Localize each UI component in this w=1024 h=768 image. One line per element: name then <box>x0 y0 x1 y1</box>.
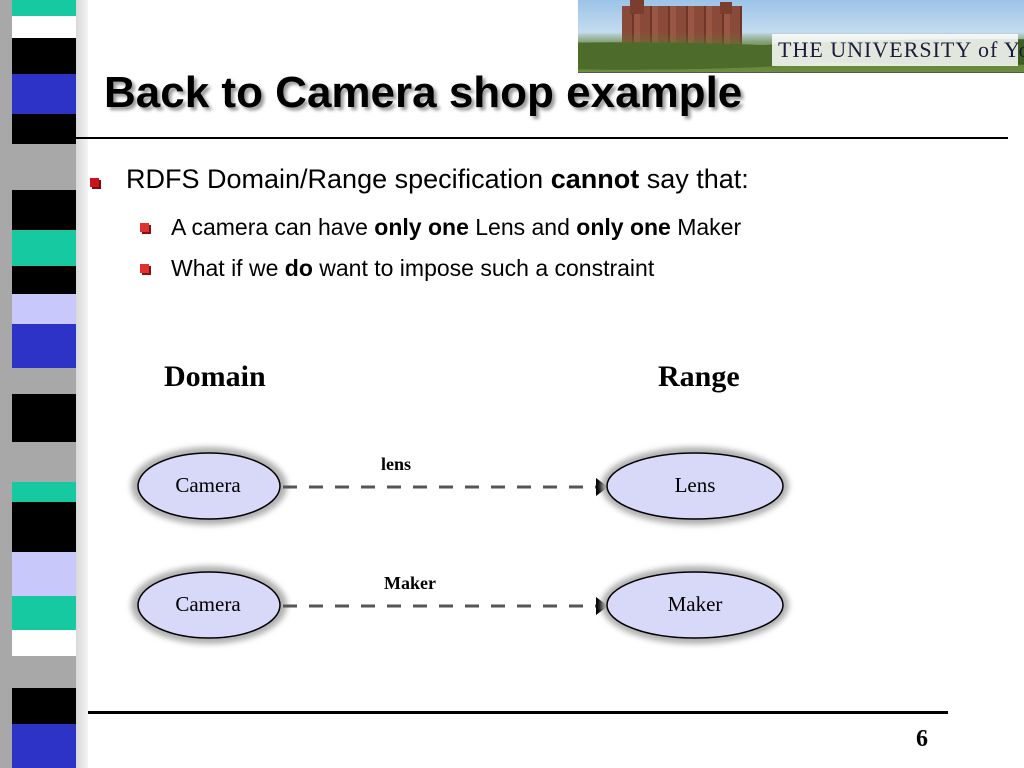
range-node-label: Maker <box>668 592 723 616</box>
domain-node-label: Camera <box>175 592 241 616</box>
domain-node-camera <box>137 452 281 520</box>
university-wordmark: THE UNIVERSITY of York <box>778 37 1024 62</box>
strip-blocks <box>12 0 76 768</box>
strip-shadow <box>76 0 88 768</box>
bullet-marker-icon <box>90 178 99 187</box>
range-node-maker <box>606 571 784 639</box>
university-logo: THE UNIVERSITY of York <box>772 34 1024 66</box>
domain-node-camera <box>137 571 281 639</box>
domain-node-label: Camera <box>175 473 241 497</box>
bullet-sub-2-text: What if we do want to impose such a cons… <box>171 255 655 281</box>
strip-edge <box>0 0 12 768</box>
page-number: 6 <box>916 726 928 752</box>
diagram-row-maker: Camera Maker Maker <box>131 566 789 644</box>
slide-title: Back to Camera shop example <box>104 68 743 117</box>
range-node-label: Lens <box>675 473 716 497</box>
diagram-row-lens: Camera lens Lens <box>131 447 789 525</box>
title-divider <box>18 137 1008 139</box>
university-banner: THE UNIVERSITY of York <box>578 0 1024 73</box>
range-node-lens <box>606 452 784 520</box>
edge-label-lens: lens <box>381 454 411 474</box>
domain-heading: Domain <box>164 360 266 393</box>
bullet-marker-icon <box>140 223 149 232</box>
bullet-marker-icon <box>140 264 149 273</box>
footer-divider <box>88 711 948 714</box>
bullet-sub-1-text: A camera can have only one Lens and only… <box>171 214 742 240</box>
range-heading: Range <box>658 360 740 393</box>
edge-label-maker: Maker <box>384 573 436 593</box>
bullet-main-text: RDFS Domain/Range specification cannot s… <box>126 164 749 194</box>
decorative-side-strip <box>0 0 88 768</box>
